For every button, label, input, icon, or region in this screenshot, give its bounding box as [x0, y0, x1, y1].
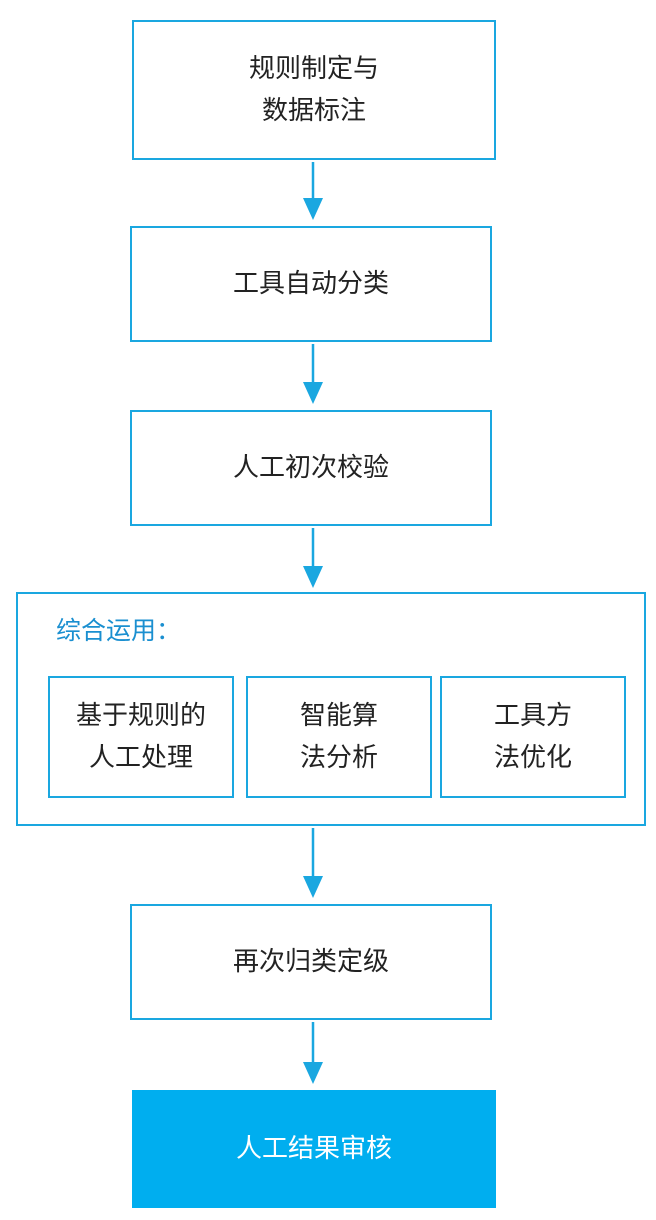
method-rule-based-manual: 基于规则的 人工处理 — [48, 676, 234, 798]
step-rule-definition: 规则制定与 数据标注 — [132, 20, 496, 160]
step-label: 工具自动分类 — [232, 269, 389, 299]
step-manual-result-review: 人工结果审核 — [132, 1090, 496, 1208]
step-initial-manual-check: 人工初次校验 — [130, 410, 492, 526]
arrow-down-icon — [303, 162, 323, 220]
arrow-down-icon — [303, 1022, 323, 1084]
step-label: 规则制定与 数据标注 — [248, 54, 379, 126]
arrow-down-icon — [303, 528, 323, 588]
arrow-down-icon — [303, 344, 323, 404]
arrow-down-icon — [303, 828, 323, 898]
step-label: 人工结果审核 — [235, 1134, 392, 1164]
method-label: 智能算 法分析 — [299, 701, 378, 773]
method-label: 基于规则的 人工处理 — [75, 701, 206, 773]
method-intelligent-algorithm: 智能算 法分析 — [246, 676, 432, 798]
group-title: 综合运用： — [56, 616, 182, 645]
method-tool-optimization: 工具方 法优化 — [440, 676, 626, 798]
method-label: 工具方 法优化 — [493, 701, 572, 773]
step-auto-classification: 工具自动分类 — [130, 226, 492, 342]
step-reclassification-grading: 再次归类定级 — [130, 904, 492, 1020]
step-label: 再次归类定级 — [232, 947, 389, 977]
combined-methods-group: 综合运用： 基于规则的 人工处理 智能算 法分析 工具方 法优化 — [16, 592, 646, 826]
step-label: 人工初次校验 — [232, 453, 389, 483]
